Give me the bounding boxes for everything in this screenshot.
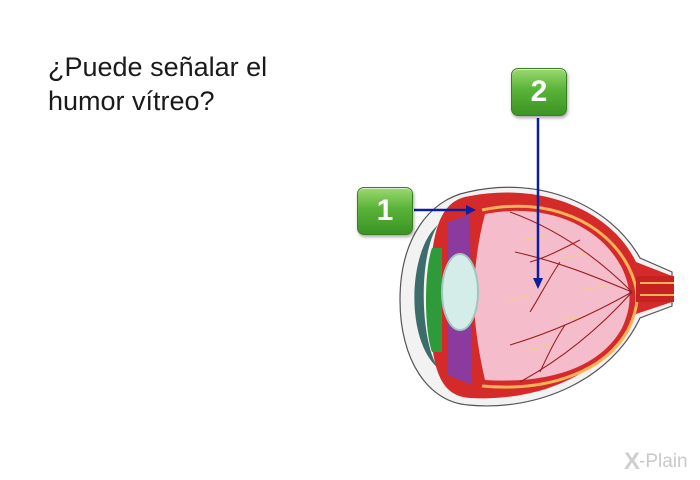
vitreous-humor <box>474 210 630 381</box>
answer-button-1[interactable]: 1 <box>357 187 413 235</box>
answer-button-2[interactable]: 2 <box>511 68 567 116</box>
cornea <box>414 225 438 368</box>
question-text: ¿Puede señalar el humor vítreo? <box>48 50 267 118</box>
arrow-1-head <box>466 205 476 215</box>
answer-label-1: 1 <box>376 194 394 227</box>
question-line-2: humor vítreo? <box>48 86 215 116</box>
lens <box>441 253 479 331</box>
xplain-logo: X -Plain <box>624 448 688 476</box>
optic-nerve <box>636 276 674 302</box>
question-line-1: ¿Puede señalar el <box>48 52 268 82</box>
answer-label-2: 2 <box>530 75 548 108</box>
arrow-2-head <box>533 278 543 289</box>
logo-mark: X <box>624 448 641 475</box>
logo-text: -Plain <box>639 451 688 472</box>
iris <box>426 248 442 352</box>
